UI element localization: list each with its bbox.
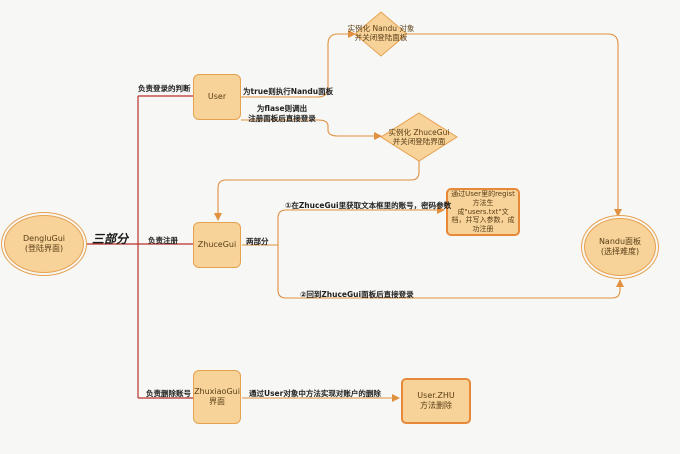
zhuxiaogui-label: ZhuxiaoGui 界面 <box>194 387 240 406</box>
denglugui-label: DengluGui (登陆界面) <box>22 234 65 253</box>
delete-method-label: 通过User对象中方法实现对账户的删除 <box>249 389 381 398</box>
zhucegui-instance-text: 实例化 ZhuceGui 并关闭登陆界面 <box>388 128 450 147</box>
user-label: User <box>207 92 227 101</box>
if-false-label: 为flase则调出 注册面板后直接登录 <box>248 104 316 123</box>
zhuxiaogui-node[interactable]: ZhuxiaoGui 界面 <box>193 370 241 424</box>
user-node[interactable]: User <box>193 74 241 120</box>
user-zhu-node[interactable]: User.ZHU 方法删除 <box>401 378 471 424</box>
delete-account-label: 负责删除账号 <box>146 389 191 398</box>
if-true-label: 为true则执行Nandu面板 <box>243 87 334 96</box>
register-label: 负责注册 <box>148 236 178 245</box>
diamond-nandu-instance <box>354 11 408 57</box>
denglugui-node[interactable]: DengluGui (登陆界面) <box>4 215 84 273</box>
arrow-nandu-instance-to-panel <box>407 33 622 217</box>
red-connectors <box>86 95 193 399</box>
sanbufen-label: 三部分 <box>92 232 129 246</box>
arrow-step2-to-panel <box>277 245 624 299</box>
step1-label: ①在ZhuceGui里获取文本框里的账号，密码参数 <box>285 201 452 210</box>
nandu-panel-label: Nandu面板 (选择难度) <box>598 237 642 256</box>
zhucegui-label: ZhuceGui <box>197 240 237 249</box>
nandu-instance-text: 实例化 Nandu 对象 并关闭登陆面板 <box>347 24 415 43</box>
arrow-zhuce-instance-to-zhucegui <box>214 160 420 221</box>
arrow-step1-to-regist <box>277 206 445 245</box>
diamond-zhucegui-instance <box>380 112 458 162</box>
regist-label: 通过User里的regist 方法生成"users.txt"文 档，并写入参数，… <box>451 190 515 234</box>
arrow-user-to-zhuce-instance <box>241 119 382 140</box>
user-zhu-label: User.ZHU 方法删除 <box>417 391 455 410</box>
two-parts-label: 两部分 <box>246 237 269 246</box>
zhucegui-node[interactable]: ZhuceGui <box>193 222 241 268</box>
regist-node[interactable]: 通过User里的regist 方法生成"users.txt"文 档，并写入参数，… <box>446 188 520 236</box>
arrow-user-to-nandu-instance <box>241 30 356 98</box>
step2-label: ②回到ZhuceGui面板后直接登录 <box>300 290 414 299</box>
orange-connectors <box>214 30 624 402</box>
nandu-panel-node[interactable]: Nandu面板 (选择难度) <box>584 218 656 276</box>
login-judge-label: 负责登录的判断 <box>138 84 191 93</box>
